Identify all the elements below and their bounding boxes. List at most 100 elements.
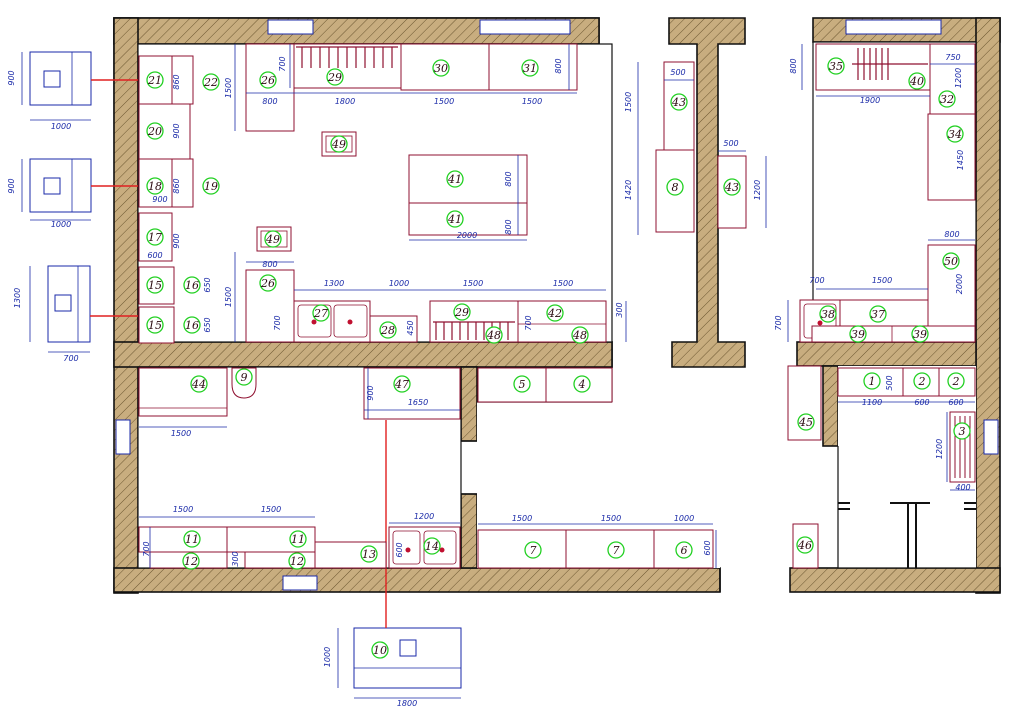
equipment-tag-label: 26 xyxy=(260,277,275,290)
equipment-tag-t9: 9 xyxy=(235,368,253,386)
equipment-tag-label: 3 xyxy=(959,425,966,438)
equipment-tag-t16a: 16 xyxy=(183,276,201,294)
dimension-label-d1500k: 1500 xyxy=(512,514,532,523)
equipment-tag-circle xyxy=(723,178,741,196)
equip-47 xyxy=(363,367,461,420)
equipment-tag-label: 34 xyxy=(948,128,962,141)
ext-unit-bottom xyxy=(353,627,462,689)
ext-unit-bottom-inner xyxy=(399,639,417,657)
equipment-tag-label: 39 xyxy=(851,328,865,341)
dimension-label-d1420: 1420 xyxy=(624,180,633,200)
equipment-tag-label: 31 xyxy=(523,62,537,75)
equip-32 xyxy=(929,43,976,115)
ext-unit-mid-inner xyxy=(43,177,61,195)
equipment-tag-t43b: 43 xyxy=(723,178,741,196)
equipment-tag-t46: 46 xyxy=(796,536,814,554)
dimension-label-d1650: 1650 xyxy=(408,398,428,407)
equipment-tag-t45: 45 xyxy=(797,413,815,431)
dimension-label-d900f: 900 xyxy=(366,385,375,400)
equipment-tag-t29b: 29 xyxy=(453,303,471,321)
window-top-1 xyxy=(267,19,314,35)
dimension-label-d800c: 800 xyxy=(504,171,513,186)
dimension-label-d300a: 300 xyxy=(615,302,624,317)
equipment-tag-circle xyxy=(947,372,965,390)
ext-unit-top-inner xyxy=(43,70,61,88)
equipment-tag-circle xyxy=(521,59,539,77)
equipment-tag-label: 2 xyxy=(918,375,926,388)
equipment-tag-label: 18 xyxy=(148,180,162,193)
equipment-tag-circle xyxy=(312,304,330,322)
equipment-tag-circle xyxy=(183,316,201,334)
dimension-label-d600c: 600 xyxy=(703,540,712,555)
equipment-tag-circle xyxy=(393,375,411,393)
dimension-label-d900e: 900 xyxy=(172,233,181,248)
equipment-tag-circle xyxy=(146,122,164,140)
dimension-labels: 9001000900100013007008609008609009006006… xyxy=(7,53,971,708)
equipment-tag-label: 37 xyxy=(871,308,885,321)
equipment-tag-label: 22 xyxy=(203,76,218,89)
equipment-tag-circle xyxy=(202,73,220,91)
equipment-tag-label: 47 xyxy=(394,378,409,391)
equip-30 xyxy=(400,43,490,91)
dimension-label-d1300b: 1300 xyxy=(324,279,344,288)
equipment-tag-circle xyxy=(360,545,378,563)
dimension-label-d700c: 700 xyxy=(273,315,282,330)
equipment-tag-t26a: 26 xyxy=(259,71,277,89)
grate-29-top xyxy=(296,46,398,68)
dimension-label-d1500m: 1500 xyxy=(872,276,892,285)
equipment-tag-t18: 18 xyxy=(146,177,164,195)
equipment-tag-t10: 10 xyxy=(371,641,389,659)
equipment-tag-t44: 44 xyxy=(190,375,208,393)
equipment-tag-t49a: 49 xyxy=(330,135,348,153)
window-bottom xyxy=(282,575,318,591)
equipment-tag-t48b: 48 xyxy=(571,326,589,344)
equipment-tag-circle xyxy=(849,325,867,343)
equipment-tag-circle xyxy=(183,530,201,548)
equipment-tag-label: 16 xyxy=(185,319,199,332)
equipment-tag-circle xyxy=(453,303,471,321)
dimension-label-d700d: 700 xyxy=(524,315,533,330)
equipment-tag-t29a: 29 xyxy=(326,68,344,86)
equipment-tag-circle xyxy=(827,57,845,75)
dimension-label-d2000a: 2000 xyxy=(457,231,477,240)
equipment-tag-label: 17 xyxy=(148,231,162,244)
equipment-tag-t31: 31 xyxy=(521,59,539,77)
equipment-tag-t4: 4 xyxy=(573,375,591,393)
equipment-tag-label: 16 xyxy=(185,279,199,292)
equipment-tag-t37: 37 xyxy=(869,305,887,323)
equipment-tag-t30: 30 xyxy=(432,59,450,77)
equipment-tag-label: 4 xyxy=(578,378,586,391)
dimension-label-d1500l: 1500 xyxy=(601,514,621,523)
equipment-tag-circle xyxy=(326,68,344,86)
equipment-tag-label: 29 xyxy=(327,71,342,84)
equipment-tag-label: 50 xyxy=(944,255,958,268)
dimension-label-d1500h: 1500 xyxy=(171,429,191,438)
dimension-lines xyxy=(21,44,975,699)
equipment-tag-t13: 13 xyxy=(360,545,378,563)
equipment-tag-label: 12 xyxy=(184,555,198,568)
equipment-tag-label: 1 xyxy=(869,375,876,388)
dimension-label-d1500e: 1500 xyxy=(463,279,483,288)
equipment-tag-t20: 20 xyxy=(146,122,164,140)
equipment-tag-label: 41 xyxy=(447,173,462,186)
equipment-tag-t3: 3 xyxy=(953,422,971,440)
equipment-tag-t42: 42 xyxy=(546,304,564,322)
equipment-tag-circle xyxy=(666,178,684,196)
equipment-tag-t21: 21 xyxy=(146,71,164,89)
dimension-label-d1200d: 1200 xyxy=(935,439,944,459)
equipment-tag-circle xyxy=(670,93,688,111)
equipment-tag-circle xyxy=(675,541,693,559)
equipment-tag-label: 2 xyxy=(952,375,960,388)
dimension-label-d800e: 800 xyxy=(262,260,277,269)
equipment-tag-t5: 5 xyxy=(513,375,531,393)
right-wall-mid-stub xyxy=(822,365,839,447)
equipment-tag-label: 32 xyxy=(940,93,954,106)
equipment-tag-label: 12 xyxy=(290,555,304,568)
dimension-label-d1500i: 1500 xyxy=(173,505,193,514)
dimension-label-d500a: 500 xyxy=(670,68,685,77)
main-wall-left xyxy=(113,17,139,594)
equipment-tag-label: 30 xyxy=(434,62,448,75)
equipment-tag-t6: 6 xyxy=(675,541,693,559)
